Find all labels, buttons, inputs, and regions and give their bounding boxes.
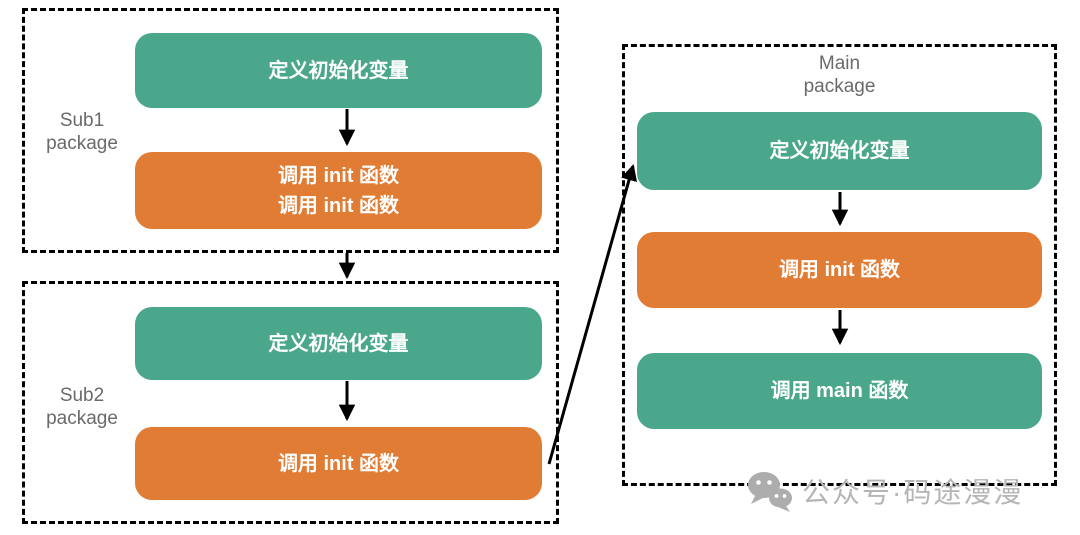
wechat-logo-icon bbox=[748, 472, 792, 512]
sub1-package-box bbox=[22, 8, 559, 253]
main-define-vars-node: 定义初始化变量 bbox=[637, 112, 1042, 190]
sub1-call-init-text-2: 调用 init 函数 bbox=[277, 194, 400, 217]
sub2-label-line1: Sub2 bbox=[59, 385, 105, 406]
sub1-define-vars-text: 定义初始化变量 bbox=[268, 59, 409, 82]
main-call-init-node: 调用 init 函数 bbox=[637, 232, 1042, 308]
sub2-define-vars-text: 定义初始化变量 bbox=[268, 332, 409, 355]
main-label-line1: Main bbox=[818, 53, 861, 74]
watermark: 公众号·码途漫漫 bbox=[746, 470, 1023, 512]
sub2-call-init-node: 调用 init 函数 bbox=[135, 427, 542, 500]
arrow-sub2-to-main bbox=[547, 163, 638, 465]
main-label-line2: package bbox=[803, 76, 876, 97]
sub2-package-label: Sub2 package bbox=[28, 384, 136, 430]
main-call-main-text: 调用 main 函数 bbox=[770, 380, 909, 402]
sub1-package-label: Sub1 package bbox=[28, 109, 136, 155]
watermark-text: 公众号·码途漫漫 bbox=[802, 477, 1024, 508]
sub1-call-init-node: 调用 init 函数 调用 init 函数 bbox=[135, 152, 542, 229]
main-package-label: Main package bbox=[622, 52, 1057, 98]
sub2-define-vars-node: 定义初始化变量 bbox=[135, 307, 542, 380]
sub2-call-init-text: 调用 init 函数 bbox=[277, 452, 400, 475]
sub1-call-init-text-1: 调用 init 函数 bbox=[277, 164, 400, 187]
sub2-label-line2: package bbox=[46, 408, 118, 429]
sub1-label-line2: package bbox=[46, 133, 118, 154]
sub1-label-line1: Sub1 bbox=[59, 110, 105, 131]
sub1-define-vars-node: 定义初始化变量 bbox=[135, 33, 542, 108]
main-call-main-node: 调用 main 函数 bbox=[637, 353, 1042, 429]
main-define-vars-text: 定义初始化变量 bbox=[769, 140, 910, 162]
main-call-init-text: 调用 init 函数 bbox=[778, 259, 901, 281]
